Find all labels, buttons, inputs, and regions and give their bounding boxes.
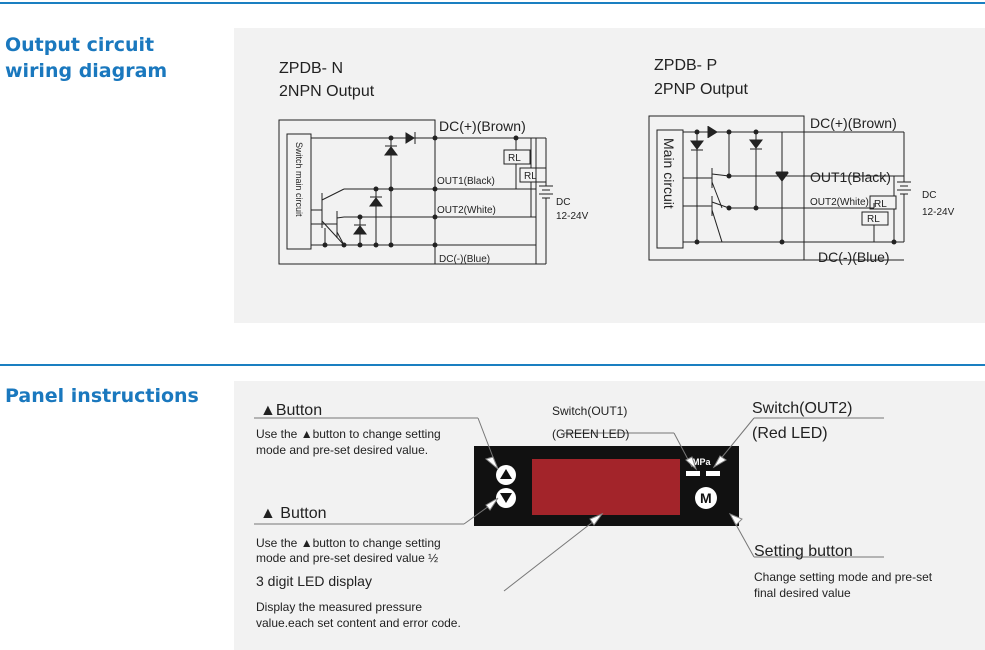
npn-out1: OUT1(Black) bbox=[437, 176, 495, 187]
display-desc-1: Display the measured pressure bbox=[256, 600, 422, 614]
panel-illustration: MPa M ▲Button Use bbox=[254, 400, 933, 630]
down-arrow bbox=[485, 497, 499, 511]
display-desc-2: value.each set content and error code. bbox=[256, 616, 461, 630]
down-button-desc-1: Use the ▲button to change setting bbox=[256, 536, 441, 550]
out2-sub: (Red LED) bbox=[752, 425, 828, 442]
npn-diagram: ZPDB- N 2NPN Output bbox=[278, 60, 589, 265]
down-button-title: ▲ Button bbox=[260, 505, 327, 522]
m-key-label: M bbox=[700, 490, 712, 506]
setting-desc-2: final desired value bbox=[754, 586, 851, 600]
out1-led bbox=[686, 471, 700, 476]
pnp-out2: OUT2(White) bbox=[810, 197, 869, 208]
npn-main-circuit-box bbox=[286, 133, 312, 250]
out2-led bbox=[706, 471, 720, 476]
middle-divider bbox=[0, 364, 985, 366]
out1-sub: (GREEN LED) bbox=[552, 427, 629, 441]
up-arrow bbox=[484, 456, 499, 470]
pnp-dc-minus: DC(-)(Blue) bbox=[818, 249, 890, 265]
setting-title: Setting button bbox=[754, 543, 853, 560]
unit-label: MPa bbox=[692, 457, 712, 467]
down-button-desc-2: mode and pre-set desired value ½ bbox=[256, 551, 438, 565]
wiring-diagrams: ZPDB- N 2NPN Output bbox=[278, 57, 955, 265]
display-title: 3 digit LED display bbox=[256, 573, 372, 589]
pnp-diagram: ZPDB- P 2PNP Output bbox=[648, 57, 955, 265]
display-arrow bbox=[589, 512, 604, 526]
setting-arrow bbox=[728, 512, 743, 526]
pnp-output-type: 2PNP Output bbox=[654, 81, 749, 98]
npn-circuit-label: Switch main circuit bbox=[294, 142, 304, 217]
up-button-desc-1: Use the ▲button to change setting bbox=[256, 427, 441, 441]
npn-output-type: 2NPN Output bbox=[279, 83, 375, 100]
npn-rl2: RL bbox=[524, 171, 537, 182]
pnp-main-circuit-box bbox=[656, 129, 684, 249]
pnp-model: ZPDB- P bbox=[654, 57, 717, 74]
npn-voltage: 12-24V bbox=[556, 211, 589, 222]
npn-dc-plus: DC(+)(Brown) bbox=[439, 118, 526, 134]
pnp-dc-plus: DC(+)(Brown) bbox=[810, 115, 897, 131]
panel-instructions-heading: Panel instructions bbox=[5, 385, 199, 407]
pnp-dc: DC bbox=[922, 190, 936, 201]
heading-line-2: wiring diagram bbox=[5, 60, 168, 82]
npn-model: ZPDB- N bbox=[279, 60, 343, 77]
npn-dc-minus: DC(-)(Blue) bbox=[439, 254, 490, 265]
m-button bbox=[695, 487, 717, 509]
up-button-title: ▲Button bbox=[260, 402, 322, 419]
npn-dc: DC bbox=[556, 197, 570, 208]
out2-title: Switch(OUT2) bbox=[752, 400, 852, 417]
panel-instructions-panel: MPa M ▲Button Use bbox=[234, 381, 985, 650]
pnp-voltage: 12-24V bbox=[922, 207, 955, 218]
out2-arrow bbox=[712, 455, 727, 469]
out1-arrow bbox=[685, 456, 698, 471]
npn-out2: OUT2(White) bbox=[437, 205, 496, 216]
out1-title: Switch(OUT1) bbox=[552, 404, 627, 418]
pnp-circuit-label: Main circuit bbox=[661, 138, 677, 209]
npn-rl1: RL bbox=[508, 153, 521, 164]
setting-desc-1: Change setting mode and pre-set bbox=[754, 570, 933, 584]
output-circuit-heading: Output circuit wiring diagram bbox=[5, 32, 167, 84]
heading-line-1: Output circuit bbox=[5, 34, 155, 56]
pnp-rl1: RL bbox=[874, 199, 887, 210]
up-button-desc-2: mode and pre-set desired value. bbox=[256, 443, 428, 457]
pnp-out1: OUT1(Black) bbox=[810, 169, 891, 185]
led-display bbox=[532, 459, 680, 515]
pnp-rl2: RL bbox=[867, 214, 880, 225]
top-divider bbox=[0, 2, 985, 4]
wiring-diagram-panel: ZPDB- N 2NPN Output bbox=[234, 28, 985, 323]
